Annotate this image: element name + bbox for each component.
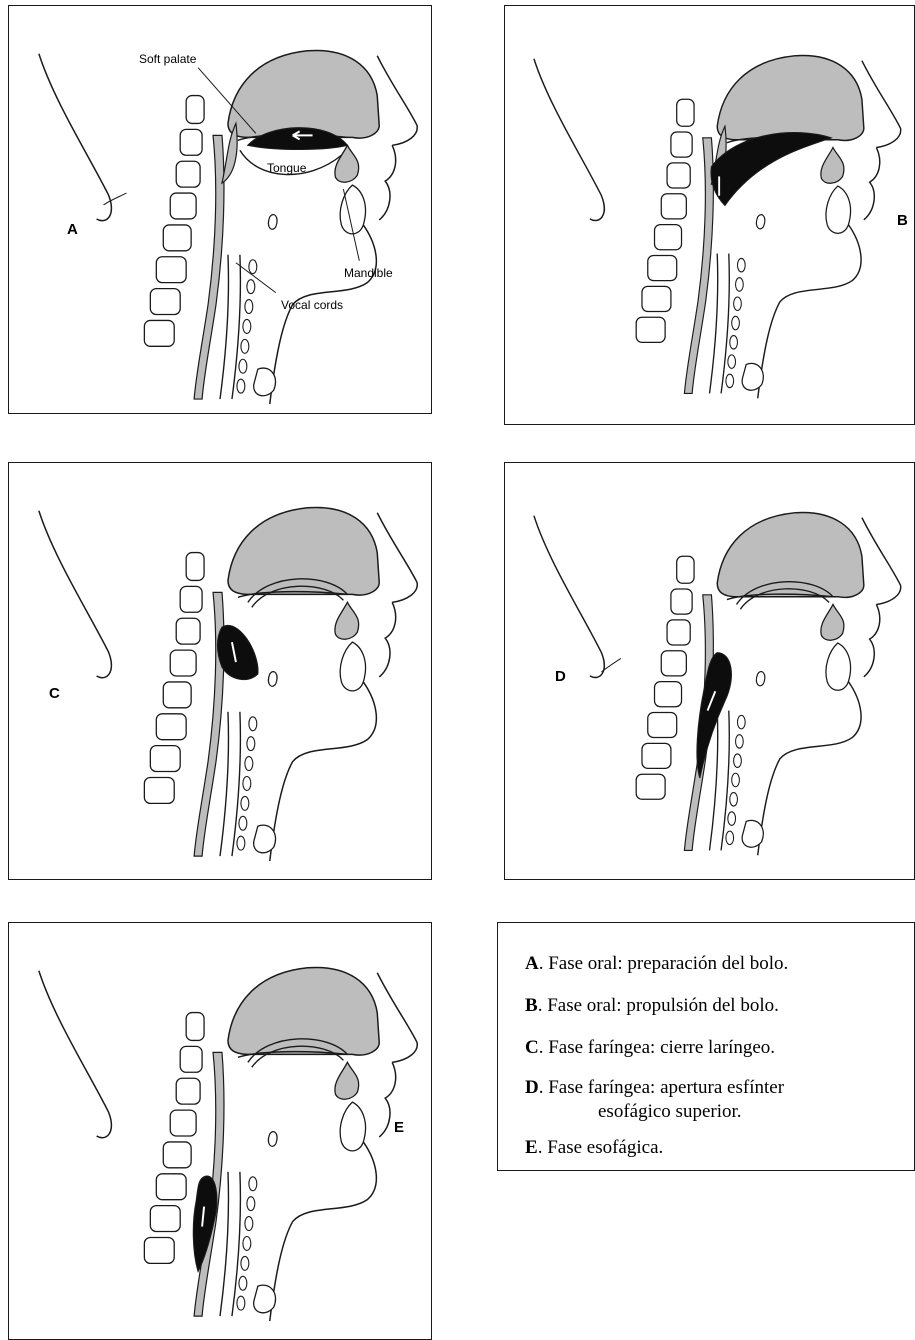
label-mandible: Mandible [344,266,393,280]
legend-letter: D [525,1077,539,1098]
panel-e: E [8,922,432,1340]
panel-d: D [504,462,915,880]
legend-item-d-continuation: esofágico superior. [598,1101,742,1123]
label-tongue: Tongue [267,161,306,175]
legend-item-d: D. Fase faríngea: apertura esfínter [525,1077,784,1099]
diagram-a [9,6,431,413]
legend-text: . Fase faríngea: cierre laríngeo. [539,1037,775,1058]
label-vocal-cords: Vocal cords [281,298,343,312]
panel-c: C [8,462,432,880]
label-soft-palate: Soft palate [139,52,196,66]
legend-text: . Fase oral: propulsión del bolo. [538,995,779,1016]
panel-letter-c: C [49,685,60,702]
panel-letter-b: B [897,212,908,229]
legend-letter: B [525,995,538,1016]
panel-letter-e: E [394,1119,404,1136]
legend-box: A. Fase oral: preparación del bolo. B. F… [497,922,915,1171]
diagram-b [505,6,914,424]
legend-text: . Fase faríngea: apertura esfínter [539,1077,784,1098]
legend-text: . Fase oral: preparación del bolo. [539,953,789,974]
legend-item-c: C. Fase faríngea: cierre laríngeo. [525,1037,775,1059]
diagram-c [9,463,431,879]
legend-item-e: E. Fase esofágica. [525,1137,663,1159]
legend-text: . Fase esofágica. [538,1137,664,1158]
diagram-d [505,463,914,879]
legend-letter: C [525,1037,539,1058]
panel-b: B [504,5,915,425]
legend-item-b: B. Fase oral: propulsión del bolo. [525,995,779,1017]
panel-letter-d: D [555,668,566,685]
diagram-e [9,923,431,1339]
panel-a: Soft palate Tongue Mandible Vocal cords … [8,5,432,414]
legend-letter: A [525,953,539,974]
legend-letter: E [525,1137,538,1158]
panel-letter-a: A [67,221,78,238]
legend-item-a: A. Fase oral: preparación del bolo. [525,953,788,975]
